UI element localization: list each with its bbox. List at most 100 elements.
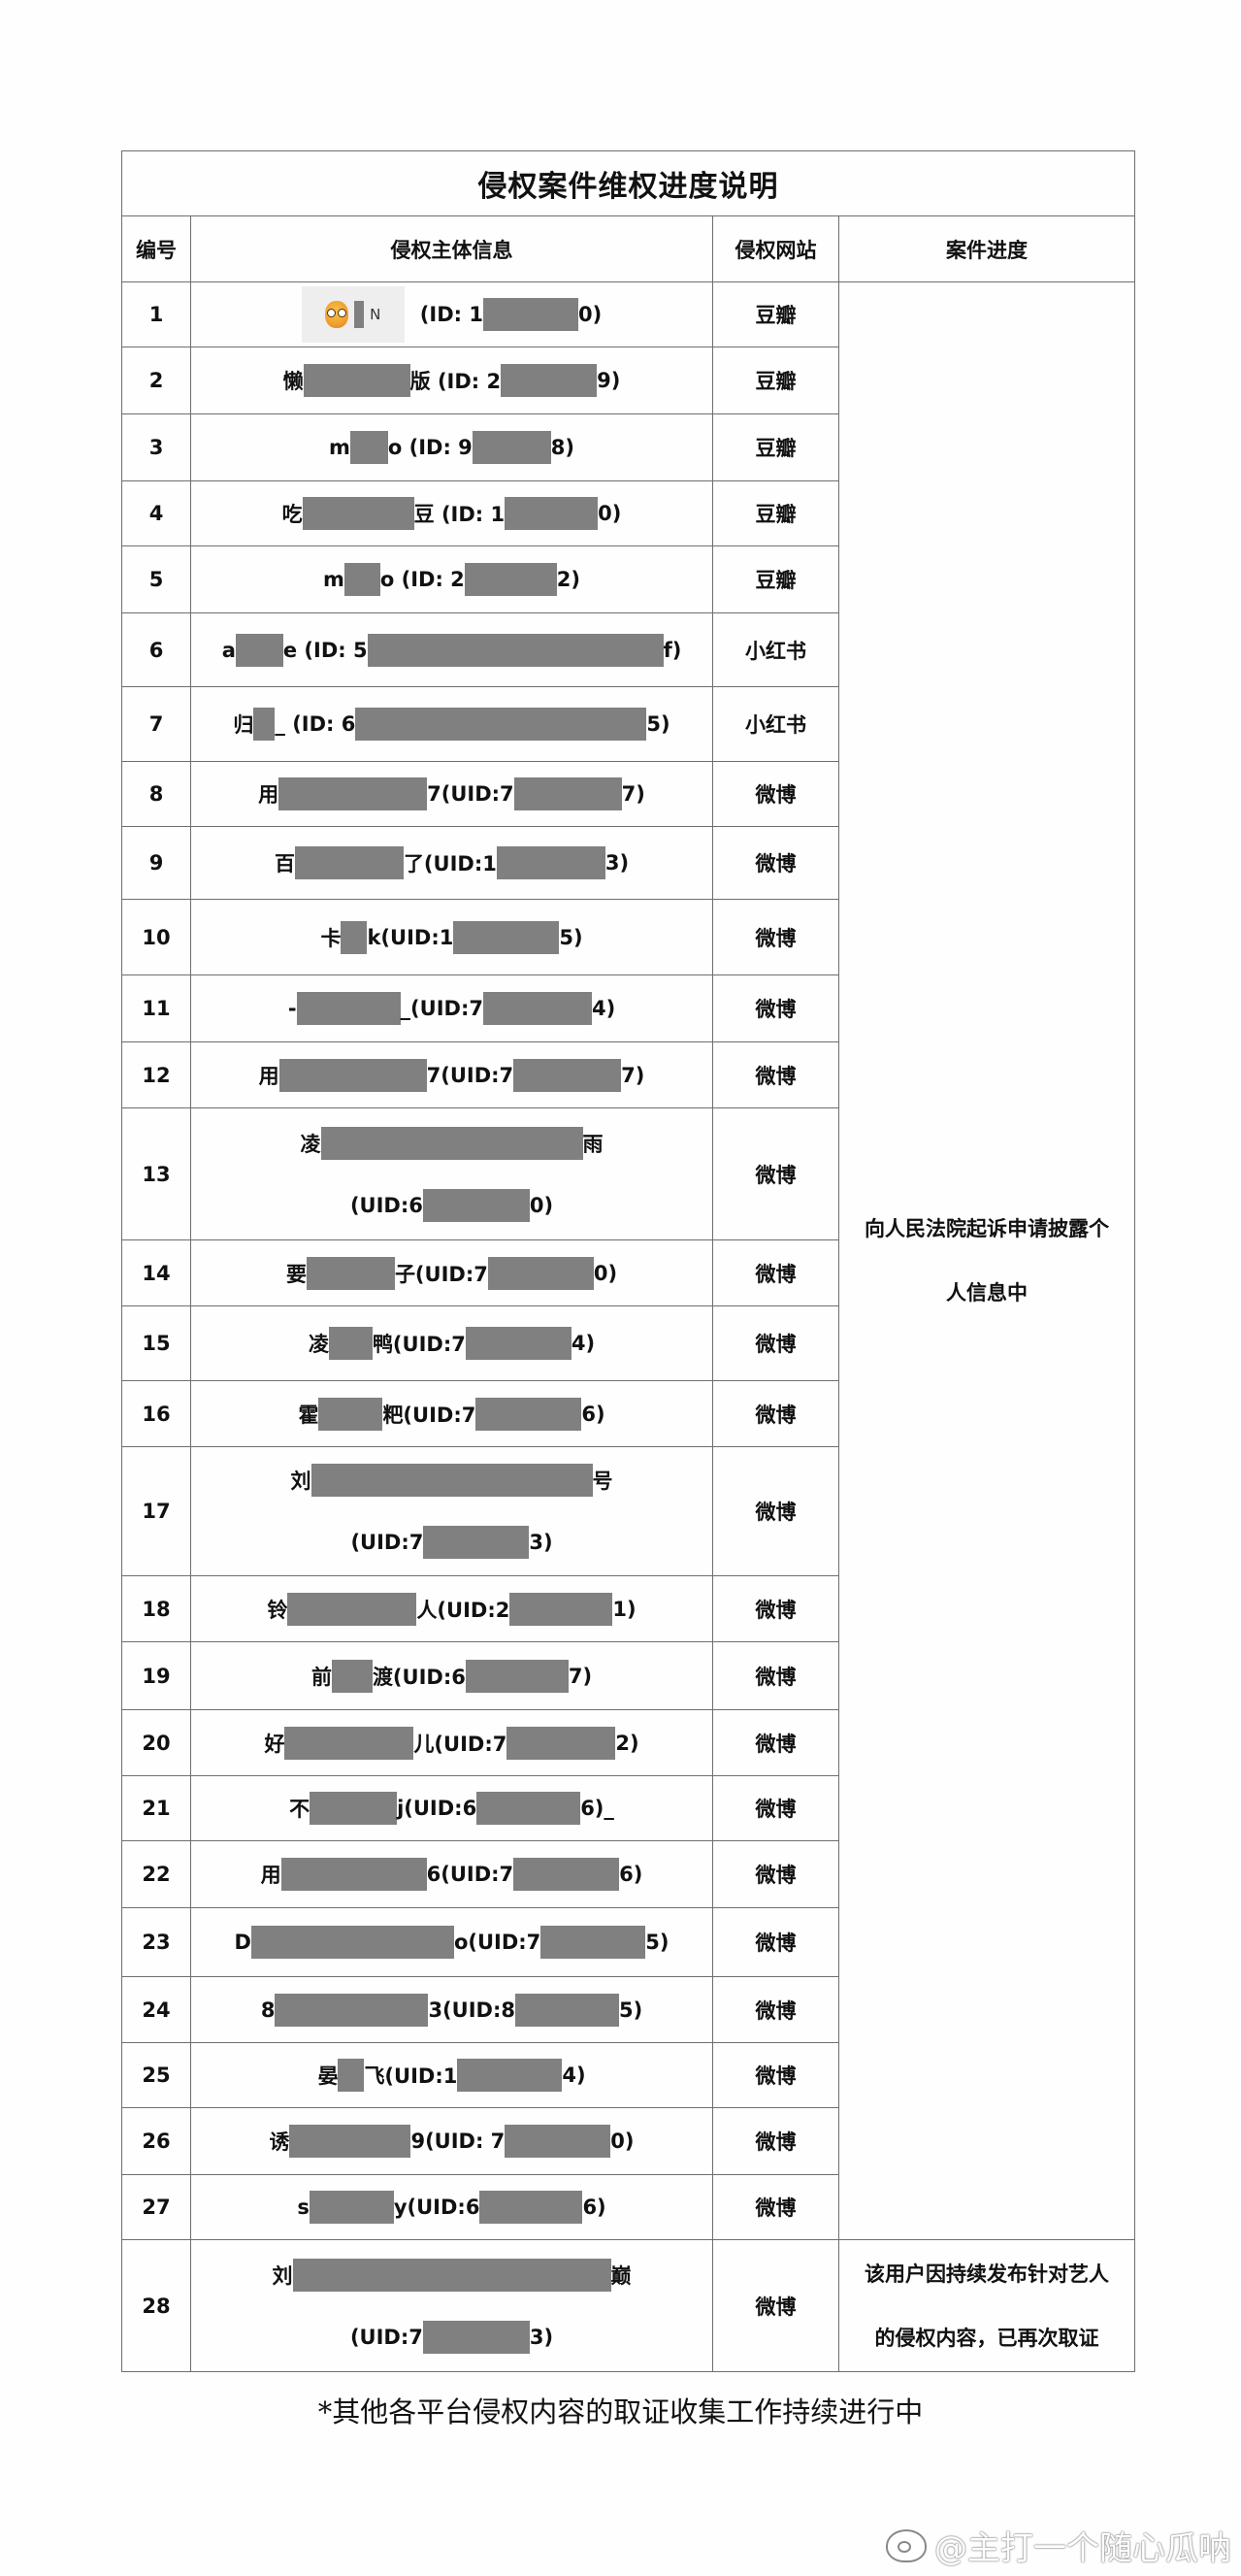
id-redaction xyxy=(514,1993,619,2027)
id-suffix: 7) xyxy=(621,782,645,806)
principal-info-line: 刘号 xyxy=(191,1463,712,1498)
website-cell: 豆瓣 xyxy=(712,545,839,613)
name-redaction xyxy=(310,1792,398,1825)
website-cell: 微博 xyxy=(712,2042,839,2108)
website-cell: 微博 xyxy=(712,1976,839,2043)
name-redaction xyxy=(294,846,404,879)
name-suffix-id-label: 9(UID: 7 xyxy=(410,2130,506,2153)
row-number: 25 xyxy=(121,2042,191,2108)
name-suffix-id-label: _(UID:7 xyxy=(400,997,483,1020)
name-prefix: 刘 xyxy=(272,2263,293,2288)
website-cell: 小红书 xyxy=(712,686,839,762)
name-redaction xyxy=(349,431,388,464)
row-number: 18 xyxy=(121,1575,191,1642)
name-prefix: 凌 xyxy=(308,1333,329,1356)
website-cell: 微博 xyxy=(712,1775,839,1841)
id-redaction xyxy=(513,1858,620,1891)
row-number: 6 xyxy=(121,612,191,687)
avatar: N xyxy=(301,286,405,343)
id-suffix: 2) xyxy=(615,1731,639,1755)
website-cell: 微博 xyxy=(712,1305,839,1381)
website-cell: 豆瓣 xyxy=(712,281,839,347)
name-redaction xyxy=(235,633,283,667)
watermark: @主打一个随心瓜呐 xyxy=(886,2522,1231,2569)
id-redaction xyxy=(479,2191,583,2224)
header-principal-info: 侵权主体信息 xyxy=(190,215,713,282)
id-label: (UID:7 xyxy=(349,2325,423,2349)
row-number: 12 xyxy=(121,1041,191,1108)
name-prefix: 霍 xyxy=(298,1403,319,1427)
name-redaction xyxy=(309,2191,394,2224)
row-number: 21 xyxy=(121,1775,191,1841)
name-redaction xyxy=(284,1726,414,1760)
name-suffix-id-label: _ (ID: 6 xyxy=(275,712,356,736)
id-suffix: 6) xyxy=(582,2196,606,2219)
id-redaction xyxy=(423,1526,530,1559)
name-suffix-id-label: 人(UID:2 xyxy=(416,1598,510,1622)
name-suffix-id-label: o (ID: 2 xyxy=(379,568,465,591)
row-number: 9 xyxy=(121,826,191,900)
row-number: 10 xyxy=(121,899,191,975)
id-suffix: 7) xyxy=(568,1664,593,1688)
id-suffix: 9) xyxy=(597,369,621,392)
row-number: 14 xyxy=(121,1239,191,1306)
name-prefix: 8 xyxy=(260,1998,276,2022)
id-redaction xyxy=(513,777,622,810)
website-cell: 微博 xyxy=(712,2239,839,2372)
name-suffix-id-label: (ID: 1 xyxy=(419,303,483,326)
name-suffix-id-label: e (ID: 5 xyxy=(282,638,368,662)
id-redaction xyxy=(453,920,560,954)
website-cell: 微博 xyxy=(712,1041,839,1108)
name-prefix: 好 xyxy=(264,1732,285,1756)
row-number: 5 xyxy=(121,545,191,613)
name-redaction xyxy=(287,1592,417,1626)
principal-info-line: 凌雨 xyxy=(191,1126,712,1161)
website-cell: 微博 xyxy=(712,761,839,827)
progress-cell-group-1: 向人民法院起诉申请披露个人信息中 xyxy=(838,281,1135,2240)
website-cell: 微博 xyxy=(712,1907,839,1977)
id-suffix: 4) xyxy=(591,997,616,1020)
name-redaction xyxy=(302,497,414,530)
id-suffix: 6)_ xyxy=(580,1797,614,1820)
name-prefix: 前 xyxy=(310,1665,332,1689)
row-number: 13 xyxy=(121,1107,191,1240)
id-redaction xyxy=(355,708,647,741)
name-redaction xyxy=(331,1659,373,1693)
name-prefix: 百 xyxy=(274,852,295,875)
weibo-icon xyxy=(886,2528,927,2562)
id-redaction xyxy=(487,1256,594,1290)
website-cell: 微博 xyxy=(712,1107,839,1240)
name-prefix: 不 xyxy=(289,1798,310,1821)
name-suffix-id-label: 儿(UID:7 xyxy=(413,1732,507,1756)
website-cell: 小红书 xyxy=(712,612,839,687)
website-cell: 微博 xyxy=(712,1840,839,1908)
name-prefix: 归 xyxy=(233,713,254,737)
id-suffix: 0) xyxy=(529,1193,554,1217)
name-redaction xyxy=(303,364,410,397)
